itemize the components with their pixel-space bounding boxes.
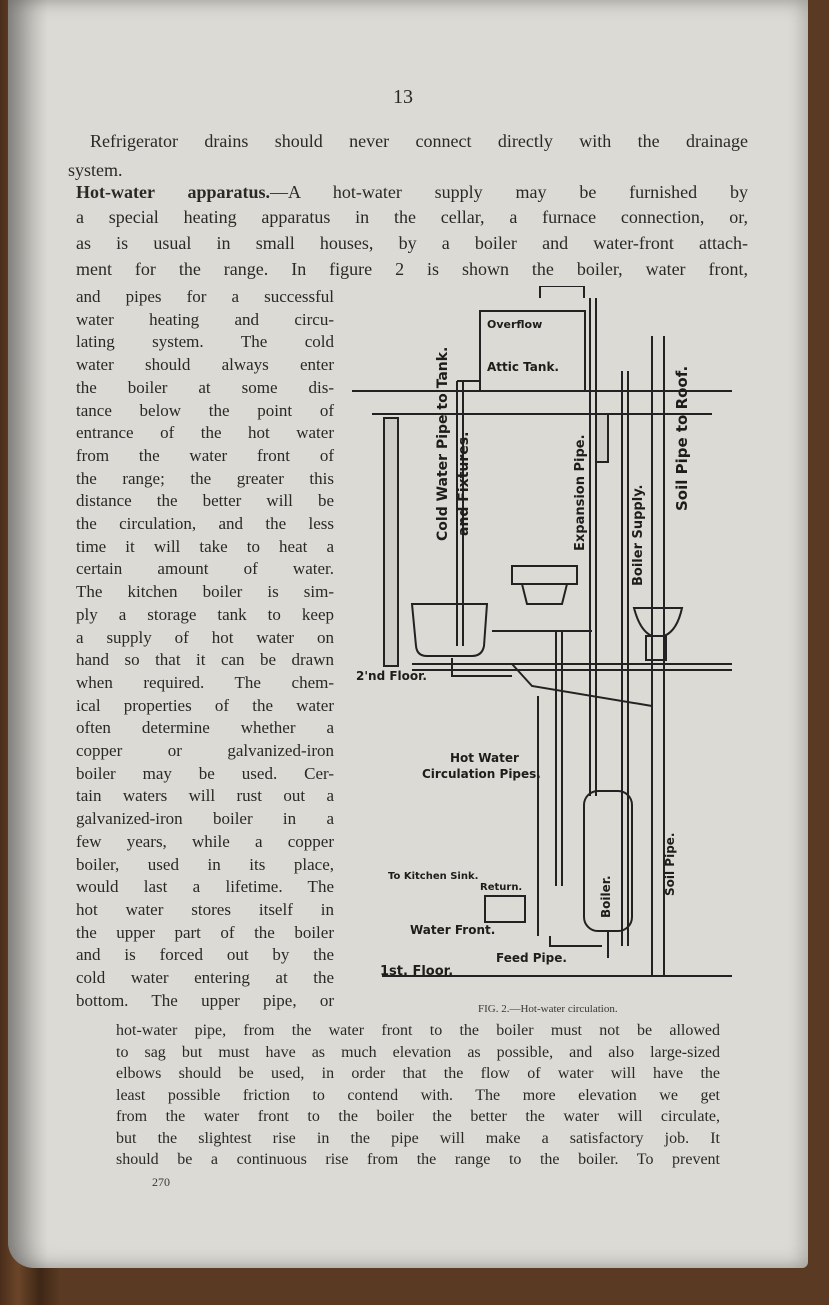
- text-line: boiler, used in its place,: [76, 854, 334, 874]
- text-line: The kitchen boiler is sim-: [76, 582, 334, 602]
- tank-top-pipe: [539, 286, 585, 298]
- heading-line: Hot-water apparatus.—A hot-water supply …: [76, 182, 748, 203]
- text-line: should be a continuous rise from the ran…: [116, 1151, 720, 1168]
- text-line: the boiler at some dis-: [76, 377, 334, 397]
- text-line: from the water front to the boiler the b…: [116, 1108, 720, 1125]
- book-page: [8, 0, 808, 1268]
- label-second-floor: 2'nd Floor.: [356, 669, 427, 683]
- toilet: [632, 607, 684, 637]
- text-line: the circulation, and the less: [76, 514, 334, 533]
- text-line: would last a lifetime. The: [76, 877, 334, 897]
- text-line: boiler may be used. Cer-: [76, 763, 334, 783]
- label-boiler-supply: Boiler Supply.: [631, 485, 646, 586]
- label-soil-pipe-to-roof: Soil Pipe to Roof.: [673, 366, 691, 511]
- text-line: hand so that it can be drawn: [76, 650, 334, 670]
- text-line: a supply of hot water on: [76, 627, 334, 647]
- heading-line-rest: —A hot-water supply may be furnished by: [270, 182, 748, 202]
- text-line: certain amount of water.: [76, 559, 334, 579]
- label-cold-water-pipe: Cold Water Pipe to Tank.: [435, 347, 451, 541]
- page-footer-code: 270: [152, 1175, 170, 1189]
- text-line: copper or galvanized-iron: [76, 741, 334, 760]
- label-overflow: Overflow: [487, 318, 542, 331]
- text-line: hot-water pipe, from the water front to …: [116, 1022, 720, 1039]
- page-number: 13: [393, 86, 413, 108]
- text-line: distance the better will be: [76, 491, 334, 511]
- hot-water-circulation-figure: Overflow Attic Tank. Cold Water Pipe to …: [352, 286, 732, 979]
- wash-basin: [520, 583, 569, 605]
- page-gutter-shadow: [8, 0, 48, 1268]
- text-line: Refrigerator drains should never connect…: [90, 131, 748, 151]
- text-line: ment for the range. In figure 2 is shown…: [76, 259, 748, 279]
- bath-drain-pipe: [451, 658, 512, 677]
- text-line: and pipes for a successful: [76, 287, 334, 306]
- figure-caption: FIG. 2.—Hot-water circulation.: [478, 1003, 618, 1015]
- label-attic-tank: Attic Tank.: [487, 360, 559, 374]
- text-line: water should always enter: [76, 355, 334, 375]
- text-line: when required. The chem-: [76, 672, 334, 692]
- feed-pipe: [549, 936, 602, 947]
- text-line: galvanized-iron boiler in a: [76, 809, 334, 829]
- text-line: time it will take to heat a: [76, 536, 334, 556]
- text-line: tance below the point of: [76, 400, 334, 420]
- text-line: from the water front of: [76, 445, 334, 465]
- text-line: tain waters will rust out a: [76, 786, 334, 806]
- text-line: few years, while a copper: [76, 831, 334, 851]
- text-line: to sag but must have as much elevation a…: [116, 1043, 720, 1061]
- wash-basin-back: [511, 565, 578, 585]
- text-line: entrance of the hot water: [76, 423, 334, 443]
- section-heading: Hot-water apparatus.: [76, 182, 270, 202]
- drain-pipe: [511, 663, 653, 707]
- label-kitchen-sink: To Kitchen Sink.: [388, 871, 478, 882]
- text-line: but the slightest rise in the pipe will …: [116, 1129, 720, 1147]
- text-line: cold water entering at the: [76, 968, 334, 987]
- water-front: [484, 895, 526, 923]
- label-first-floor: 1st. Floor.: [380, 964, 453, 979]
- text-line: as is usual in small houses, by a boiler…: [76, 233, 748, 253]
- text-line: bottom. The upper pipe, or: [76, 990, 334, 1010]
- label-hot-water: Hot Water: [450, 751, 519, 765]
- attic-tank: [479, 310, 586, 392]
- text-line: system.: [68, 160, 123, 180]
- label-soil-pipe: Soil Pipe.: [663, 833, 677, 897]
- text-line: and is forced out by the: [76, 945, 334, 965]
- text-line: a special heating apparatus in the cella…: [76, 207, 748, 227]
- label-circulation-pipes: Circulation Pipes.: [422, 767, 541, 781]
- text-line: lating system. The cold: [76, 332, 334, 352]
- label-fixtures: and Fixtures.: [456, 432, 472, 536]
- bathtub: [410, 603, 489, 657]
- right-wall-stub: [595, 413, 609, 463]
- text-line: water heating and circu-: [76, 309, 334, 329]
- label-water-front: Water Front.: [410, 923, 495, 937]
- text-line: least possible friction to contend with.…: [116, 1086, 720, 1104]
- text-line: often determine whether a: [76, 718, 334, 738]
- text-line: the upper part of the boiler: [76, 922, 334, 942]
- text-line: the range; the greater this: [76, 468, 334, 488]
- label-feed-pipe: Feed Pipe.: [496, 951, 567, 965]
- label-return: Return.: [480, 882, 522, 893]
- text-line: elbows should be used, in order that the…: [116, 1065, 720, 1082]
- left-wall: [383, 417, 399, 667]
- label-boiler: Boiler.: [599, 875, 613, 918]
- text-line: hot water stores itself in: [76, 899, 334, 919]
- text-line: ical properties of the water: [76, 695, 334, 715]
- label-expansion-pipe: Expansion Pipe.: [573, 434, 588, 551]
- text-line: ply a storage tank to keep: [76, 604, 334, 624]
- toilet-base: [645, 635, 667, 661]
